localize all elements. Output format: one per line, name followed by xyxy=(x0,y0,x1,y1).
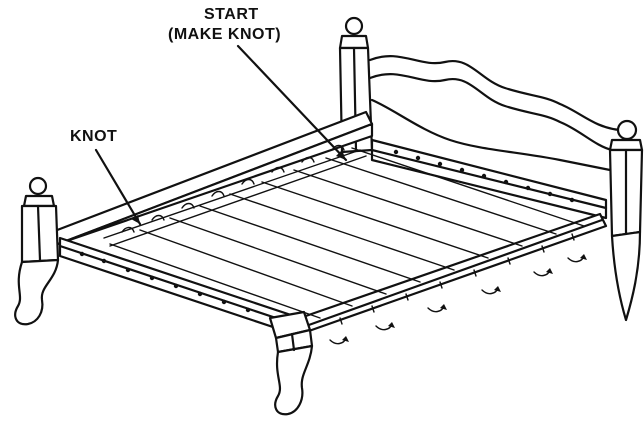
post-front-left xyxy=(14,176,60,326)
post-back-right xyxy=(608,119,644,322)
near-rail-pegs xyxy=(339,233,575,325)
bed-ropes xyxy=(103,147,585,319)
label-pointers xyxy=(94,44,348,226)
head-rail-holes xyxy=(393,149,575,203)
post-front-right xyxy=(268,310,314,416)
headboard xyxy=(368,55,622,172)
rail-foot xyxy=(58,236,302,338)
foot-rail-holes xyxy=(79,251,251,313)
knot-pointer-line xyxy=(94,148,142,226)
far-rail-pegs xyxy=(121,144,345,233)
knot-label: KNOT xyxy=(70,128,118,145)
start-pointer-arrowhead xyxy=(336,150,346,160)
rail-near-side xyxy=(298,212,608,334)
rail-head xyxy=(370,138,608,220)
start-label: START xyxy=(204,6,259,23)
rope-direction-arrows xyxy=(329,254,587,345)
knot-pointer-arrowhead xyxy=(131,215,140,224)
make-knot-label: (MAKE KNOT) xyxy=(168,26,282,43)
start-pointer-line xyxy=(236,44,348,162)
